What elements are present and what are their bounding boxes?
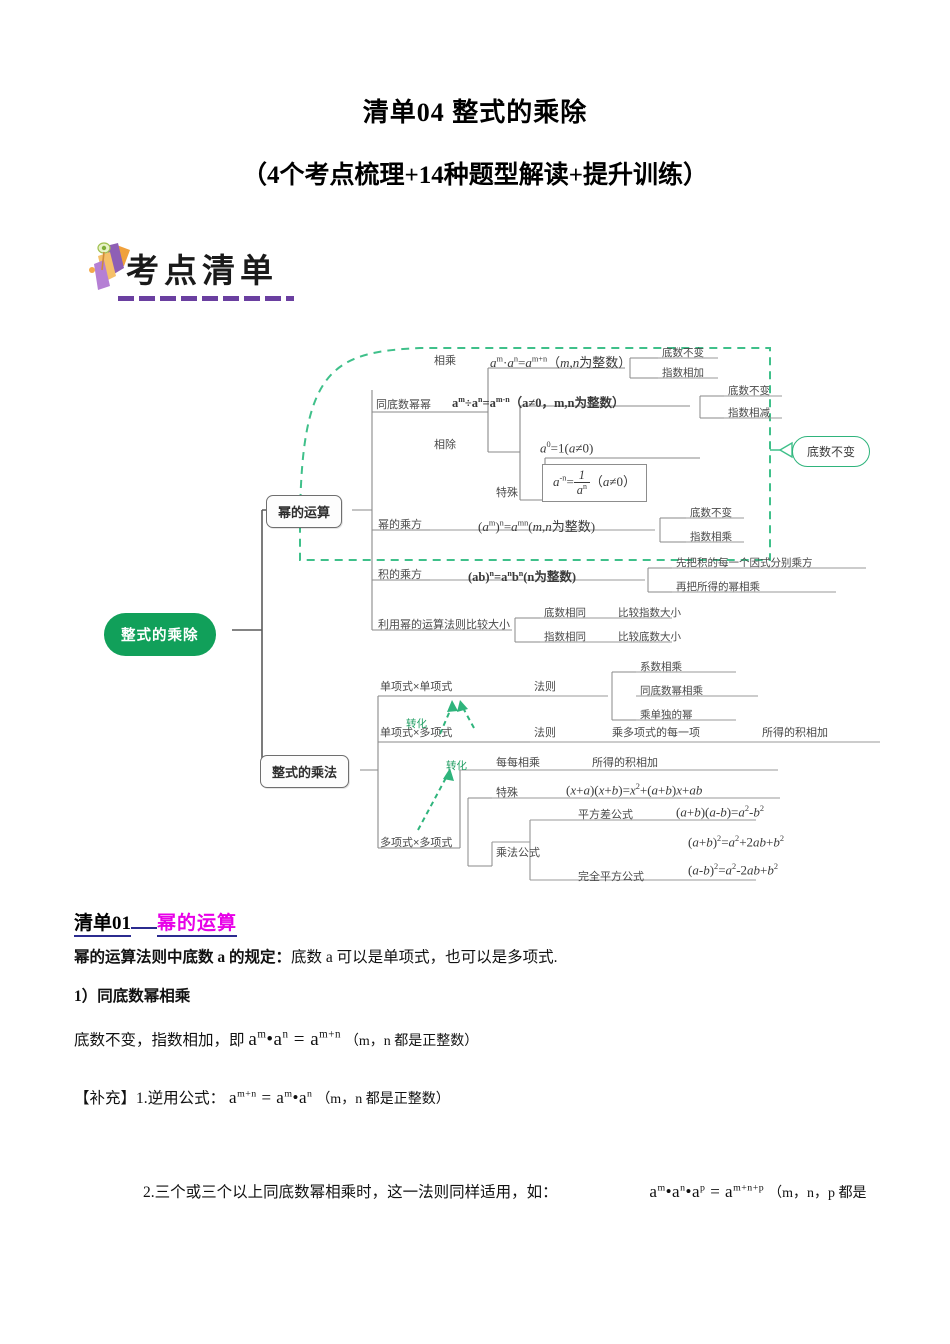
section-heading-spacer xyxy=(131,927,158,929)
mindmap-poly-poly-special-label: 特殊 xyxy=(496,787,518,799)
rule-note: （m，n 都是正整数） xyxy=(344,1034,479,1049)
mindmap-mono-poly-rule-result: 所得的积相加 xyxy=(762,727,828,739)
banner-underline-rule xyxy=(118,296,294,301)
mindmap-mono-mono-rule-label: 法则 xyxy=(534,681,556,693)
mindmap-diff-squares-formula: (a+b)(a-b)=a2-b2 xyxy=(676,804,765,820)
item-1-heading: 1）同底数幂相乘 xyxy=(74,984,190,1006)
mindmap-diff-squares-label: 平方差公式 xyxy=(578,809,633,821)
mindmap-divide-result-2: 指数相减 xyxy=(728,407,770,419)
banner-label: 考点清单 xyxy=(126,254,278,290)
mindmap-mono-mono-rule-3: 乘单独的幂 xyxy=(640,709,693,721)
intro-bold: 幂的运算法则中底数 a 的规定： xyxy=(74,949,292,966)
mindmap-mono-mono-rule-1: 系数相乘 xyxy=(640,661,682,673)
mindmap-perfect-square-formula-1: (a+b)2=a2+2ab+b2 xyxy=(688,834,785,850)
mindmap-compare-cond-1: 底数相同 xyxy=(544,607,586,619)
mindmap-formula-group-label: 乘法公式 xyxy=(496,847,540,859)
supplement-formula: am+n = am•an xyxy=(229,1088,313,1107)
mindmap-power-of-power-label: 幂的乘方 xyxy=(378,519,422,531)
mindmap-compare-label: 利用幂的运算法则比较大小 xyxy=(378,619,510,631)
mindmap-mono-mono-rule-2: 同底数幂相乘 xyxy=(640,685,703,697)
mindmap-perfect-square-label: 完全平方公式 xyxy=(578,871,644,883)
section-heading: 清单01 幂的运算 xyxy=(74,908,238,937)
mindmap-multiply-result-2: 指数相加 xyxy=(662,367,704,379)
section-topic: 幂的运算 xyxy=(157,913,238,937)
mindmap-divide-label: 相除 xyxy=(434,439,456,451)
mindmap-poly-poly-each-result: 所得的积相加 xyxy=(592,757,658,769)
mindmap-compare-action-1: 比较指数大小 xyxy=(618,607,681,619)
banner-kaodian-qingdan: 考点清单 xyxy=(80,238,300,310)
mindmap-mono-poly-rule-label: 法则 xyxy=(534,727,556,739)
mindmap-multiply-label: 相乘 xyxy=(434,355,456,367)
intro-rest: 底数 a 可以是单项式，也可以是多项式. xyxy=(291,949,558,966)
mindmap-special-formula-1: a0=1(a≠0) xyxy=(540,440,594,456)
mindmap-callout-bubble[interactable]: 底数不变 xyxy=(792,436,871,467)
section-number: 清单01 xyxy=(74,913,132,937)
item-2-text: 2.三个或三个以上同底数幂相乘时，这一法则同样适用，如： xyxy=(143,1184,558,1201)
mindmap-transform-label-2: 转化 xyxy=(446,760,467,772)
page-title: 清单04 整式的乘除 xyxy=(362,98,588,127)
item-1-label: 1）同底数幂相乘 xyxy=(74,988,191,1005)
mindmap-poly-poly-special-formula: (x+a)(x+b)=x2+(a+b)x+ab xyxy=(566,782,703,798)
mindmap-mono-mono-label: 单项式×单项式 xyxy=(380,681,453,693)
mindmap-multiply-formula: am·an=am+n（m,n为整数） xyxy=(490,354,632,370)
mindmap-power-of-power-result-2: 指数相乘 xyxy=(690,531,732,543)
mindmap-power-of-power-formula: (am)n=amn(m,n为整数) xyxy=(478,518,596,534)
page-subtitle: （4个考点梳理+14种题型解读+提升训练） xyxy=(242,162,708,189)
mindmap-power-of-product-formula: (ab)n=anbn(n为整数) xyxy=(468,568,576,584)
mindmap-power-of-product-label: 积的乘方 xyxy=(378,569,422,581)
mindmap-divide-result-1: 底数不变 xyxy=(728,385,770,397)
rule-formula: am•an = am+n xyxy=(248,1028,341,1050)
mindmap-poly-poly-label: 多项式×多项式 xyxy=(380,837,453,849)
mindmap-special-label: 特殊 xyxy=(496,487,518,499)
mindmap-mono-poly-rule-text: 乘多项式的每一项 xyxy=(612,727,700,739)
item-2-line: 2.三个或三个以上同底数幂相乘时，这一法则同样适用，如： am•an•ap = … xyxy=(143,1180,866,1202)
mindmap-same-base-label: 同底数幂幂 xyxy=(376,399,431,411)
mindmap-compare-cond-2: 指数相同 xyxy=(544,631,586,643)
mindmap-power-of-product-result-1: 先把积的每一个因式分别乘方 xyxy=(676,557,813,569)
mindmap: 整式的乘除 幂的运算 整式的乘法 同底数幂幂 相乘 相除 特殊 am·an=am… xyxy=(0,330,950,900)
flag-banner-icon xyxy=(89,242,130,290)
mindmap-perfect-square-formula-2: (a-b)2=a2-2ab+b2 xyxy=(688,862,779,878)
mindmap-multiply-result-1: 底数不变 xyxy=(662,347,704,359)
intro-paragraph: 幂的运算法则中底数 a 的规定：底数 a 可以是单项式，也可以是多项式. xyxy=(74,945,558,967)
mindmap-branch-power[interactable]: 幂的运算 xyxy=(266,495,343,528)
mindmap-compare-action-2: 比较底数大小 xyxy=(618,631,681,643)
mindmap-poly-poly-each-label: 每每相乘 xyxy=(496,757,540,769)
supplement-label: 【补充】1.逆用公式： xyxy=(74,1090,226,1107)
mindmap-mono-poly-label: 单项式×多项式 xyxy=(380,727,453,739)
mindmap-power-of-product-result-2: 再把所得的幂相乘 xyxy=(676,581,760,593)
rule-line: 底数不变，指数相加，即 am•an = am+n （m，n 都是正整数） xyxy=(74,1028,478,1051)
item-2-formula: am•an•ap = am+n+p xyxy=(649,1182,765,1201)
mindmap-transform-label-1: 转化 xyxy=(406,718,427,730)
rule-text: 底数不变，指数相加，即 xyxy=(74,1032,245,1049)
supplement-line: 【补充】1.逆用公式： am+n = am•an （m，n 都是正整数） xyxy=(74,1086,450,1108)
mindmap-divide-formula: am÷an=am-n（a≠0，m,n为整数） xyxy=(452,394,625,410)
supplement-note: （m，n 都是正整数） xyxy=(316,1092,450,1107)
item-2-note: （m，n，p 都是 xyxy=(768,1186,867,1201)
mindmap-power-of-power-result-1: 底数不变 xyxy=(690,507,732,519)
mindmap-root-node[interactable]: 整式的乘除 xyxy=(104,613,216,656)
mindmap-branch-multiply[interactable]: 整式的乘法 xyxy=(260,755,350,788)
